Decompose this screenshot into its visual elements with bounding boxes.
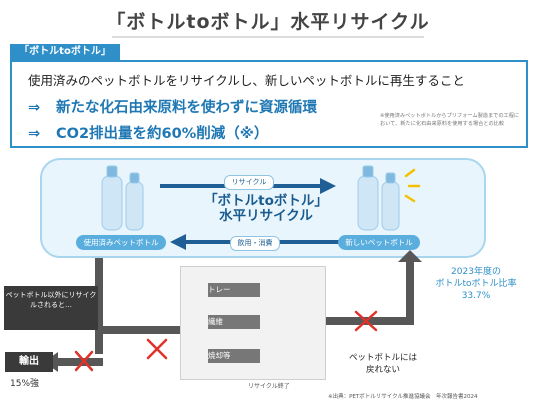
new-bottle-label: 新しいペットボトル — [338, 235, 420, 250]
cycle-title-line1: 「ボトルtoボトル」 — [204, 193, 328, 209]
other-use-callout: ペットボトル以外にリサイクルされると… — [4, 286, 98, 330]
recycle-end-caption: リサイクル終了 — [248, 383, 290, 390]
new-bottles-icon — [357, 165, 400, 231]
cycle-center-title: 「ボトルtoボトル」 水平リサイクル — [168, 194, 364, 224]
used-flow-stem — [95, 258, 103, 354]
item-incineration-label: 焼却等 — [208, 349, 260, 363]
cross-icon-return — [354, 310, 378, 332]
rate-label: ボトルtoボトル比率 — [435, 279, 517, 289]
info-box — [10, 60, 528, 148]
cross-icon-export — [74, 350, 94, 372]
used-bottle-label: 使用済みペットボトル — [76, 235, 166, 250]
used-bottles-icon — [101, 165, 144, 231]
item-tray-label: トレー — [208, 283, 260, 297]
bullet-resource-text: 新たな化石由来原料を使わずに資源循環 — [56, 100, 317, 116]
title-underline — [112, 36, 424, 38]
bullet-co2: ⇒ CO2排出量を約60%削減（※） — [28, 122, 268, 143]
consume-label: 飲用・消費 — [230, 236, 280, 251]
new-bottle-arrow-icon — [326, 250, 422, 325]
cannot-return-text: ペットボトルには戻れない — [348, 353, 417, 375]
sparkle-icon — [404, 168, 421, 203]
rate-value: 33.7% — [461, 291, 491, 301]
bullet-resource: ⇒ 新たな化石由来原料を使わずに資源循環 — [28, 96, 317, 117]
source-note: ※出典：PETボトルリサイクル推進協議会 年次報告書2024 — [328, 394, 478, 400]
bullet-arrow: ⇒ — [28, 100, 41, 116]
export-label: 輸出 — [5, 352, 53, 372]
rate-year: 2023年度の — [451, 267, 501, 277]
info-tag: 「ボトルtoボトル」 — [10, 44, 120, 60]
definition-text: 使用済みのペットボトルをリサイクルし、新しいペットボトルに再生すること — [28, 73, 465, 88]
bullet-arrow: ⇒ — [28, 126, 41, 142]
co2-footnote: ※使用済みペットボトルからプリフォーム製造までの工程において、新たに化石由来原料… — [380, 113, 520, 127]
bottle-to-bottle-rate: 2023年度の ボトルtoボトル比率 33.7% — [416, 266, 536, 302]
page-title: 「ボトルtoボトル」水平リサイクル — [106, 11, 430, 33]
item-fiber-label: 繊維 — [208, 315, 260, 329]
other-use-branch — [103, 326, 193, 334]
bullet-co2-text: CO2排出量を約60%削減（※） — [56, 126, 269, 142]
export-percentage: 15%強 — [10, 379, 40, 389]
cycle-title-line2: 水平リサイクル — [219, 208, 313, 224]
cross-icon-upper — [146, 338, 168, 360]
recycle-label: リサイクル — [224, 175, 274, 190]
